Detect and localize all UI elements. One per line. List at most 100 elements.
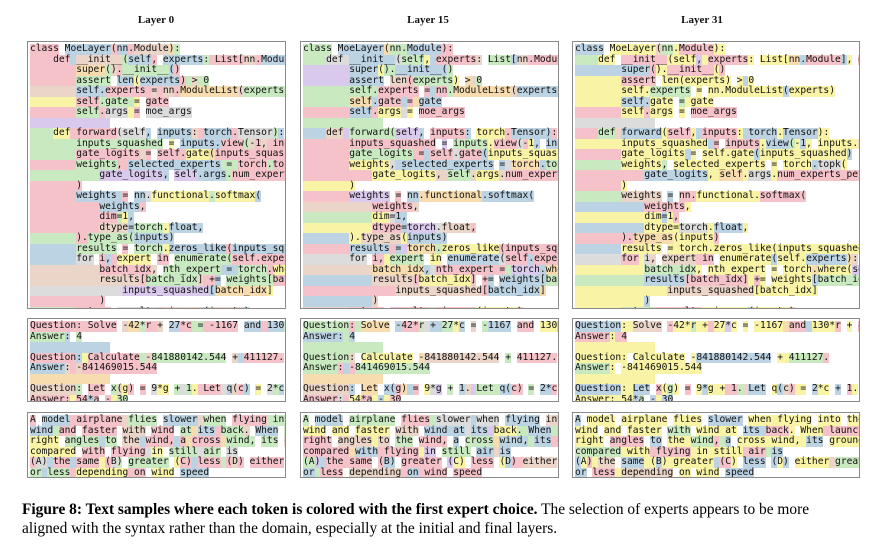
- token: torch: [782, 263, 812, 275]
- token: (: [516, 137, 523, 149]
- token: back: [493, 424, 517, 436]
- code-line: gate_logits, self.args.num_experts_per_t…: [30, 169, 285, 181]
- math-line: [303, 342, 383, 353]
- token: self: [122, 127, 146, 139]
- token: [197, 446, 204, 457]
- code-line: super().__init__(): [30, 64, 181, 76]
- code-line: super().__init__(): [303, 64, 454, 76]
- token: ,: [128, 211, 134, 223]
- token: [303, 75, 350, 86]
- token: [673, 243, 679, 254]
- token: num_experts_per_tok: [777, 169, 859, 181]
- token: 54: [621, 394, 633, 401]
- token: *: [360, 394, 367, 401]
- token: inputs: [157, 127, 192, 139]
- token: ,: [412, 200, 419, 212]
- token: [145, 86, 152, 97]
- token: [424, 149, 431, 160]
- token: flies: [673, 414, 703, 426]
- code-line: self.gate = gate: [575, 95, 714, 107]
- code-line: gate_logits, self.args.num_experts_per_t…: [303, 169, 558, 181]
- token: c: [551, 383, 558, 395]
- token: 30: [661, 394, 674, 401]
- token: :: [551, 127, 558, 139]
- token: *: [180, 320, 187, 332]
- token: groundspeed: [284, 435, 285, 447]
- token: .: [174, 85, 181, 97]
- math-line: Question: Solve -42*r + 27*c = -1167 and…: [303, 320, 558, 332]
- token: torch: [407, 242, 436, 254]
- token: (: [840, 158, 847, 170]
- token: inputs_squashed: [122, 284, 210, 296]
- token: C: [725, 456, 732, 468]
- token: [41, 467, 48, 477]
- token: self: [505, 253, 529, 265]
- token: weights: [372, 200, 413, 212]
- token: __init__: [621, 53, 668, 65]
- token: the: [846, 414, 859, 426]
- token: [493, 436, 500, 447]
- caption-bold-text: Text samples where each token is colored…: [85, 501, 538, 518]
- token: .: [157, 306, 163, 308]
- token: [615, 128, 622, 139]
- token: batch_idx: [272, 274, 285, 286]
- token: greater: [835, 456, 859, 468]
- token: .: [528, 53, 535, 65]
- token: on: [679, 466, 691, 478]
- token: [30, 212, 100, 223]
- caption-text: The selection of experts appears to be m…: [22, 501, 810, 537]
- token: (: [713, 64, 720, 76]
- token: the: [395, 435, 413, 447]
- token: [407, 384, 413, 395]
- token: 0: [203, 74, 210, 86]
- token: moe_args: [690, 106, 737, 118]
- token: (: [661, 383, 668, 395]
- token: view: [765, 137, 789, 149]
- token: self: [719, 169, 743, 181]
- token: __init__: [76, 53, 123, 65]
- token: .: [516, 424, 523, 436]
- token: [30, 222, 100, 233]
- token: [139, 352, 146, 363]
- token: self: [702, 148, 726, 160]
- token: -: [105, 394, 111, 401]
- token: (: [105, 64, 111, 76]
- token: gate_logits: [76, 148, 140, 160]
- token: =: [487, 274, 494, 286]
- token: 42: [673, 320, 685, 332]
- code-line: self.args = moe_args: [575, 106, 737, 118]
- token: right: [303, 435, 332, 447]
- token: experts: [684, 74, 726, 86]
- token: [30, 65, 77, 76]
- code-sample-layer-15: class MoeLayer(nn.Module): def __init__(…: [300, 41, 559, 309]
- token: .: [644, 95, 651, 107]
- code-line: results = torch.zeros_like(inputs_squash…: [303, 242, 558, 254]
- token: [30, 306, 77, 308]
- token: +: [232, 351, 238, 363]
- token: [303, 54, 327, 65]
- token: .: [470, 169, 477, 181]
- token: ): [447, 64, 454, 76]
- token: flying: [232, 414, 267, 426]
- token: weights: [621, 158, 662, 170]
- token: g: [667, 383, 674, 395]
- token: self: [447, 169, 471, 181]
- code-line: weights = nn.functional.softmax(: [30, 190, 262, 202]
- token: ]: [539, 284, 546, 296]
- token: Question: [30, 351, 77, 363]
- code-line: for i, expert in enumerate(self.experts)…: [303, 253, 558, 265]
- token: ): [272, 127, 279, 139]
- token: 9: [151, 383, 158, 395]
- token: experts: [650, 85, 691, 97]
- token: [30, 159, 77, 170]
- token: air: [203, 445, 221, 457]
- token: (: [650, 456, 656, 468]
- token: view_as: [435, 306, 477, 308]
- token: Question: [303, 351, 350, 363]
- token: g: [122, 383, 129, 395]
- token: [383, 254, 390, 265]
- token: +: [754, 274, 760, 286]
- figure-caption: Figure 8: Text samples where each token …: [22, 500, 852, 538]
- token: .: [453, 148, 459, 160]
- token: [: [238, 53, 244, 65]
